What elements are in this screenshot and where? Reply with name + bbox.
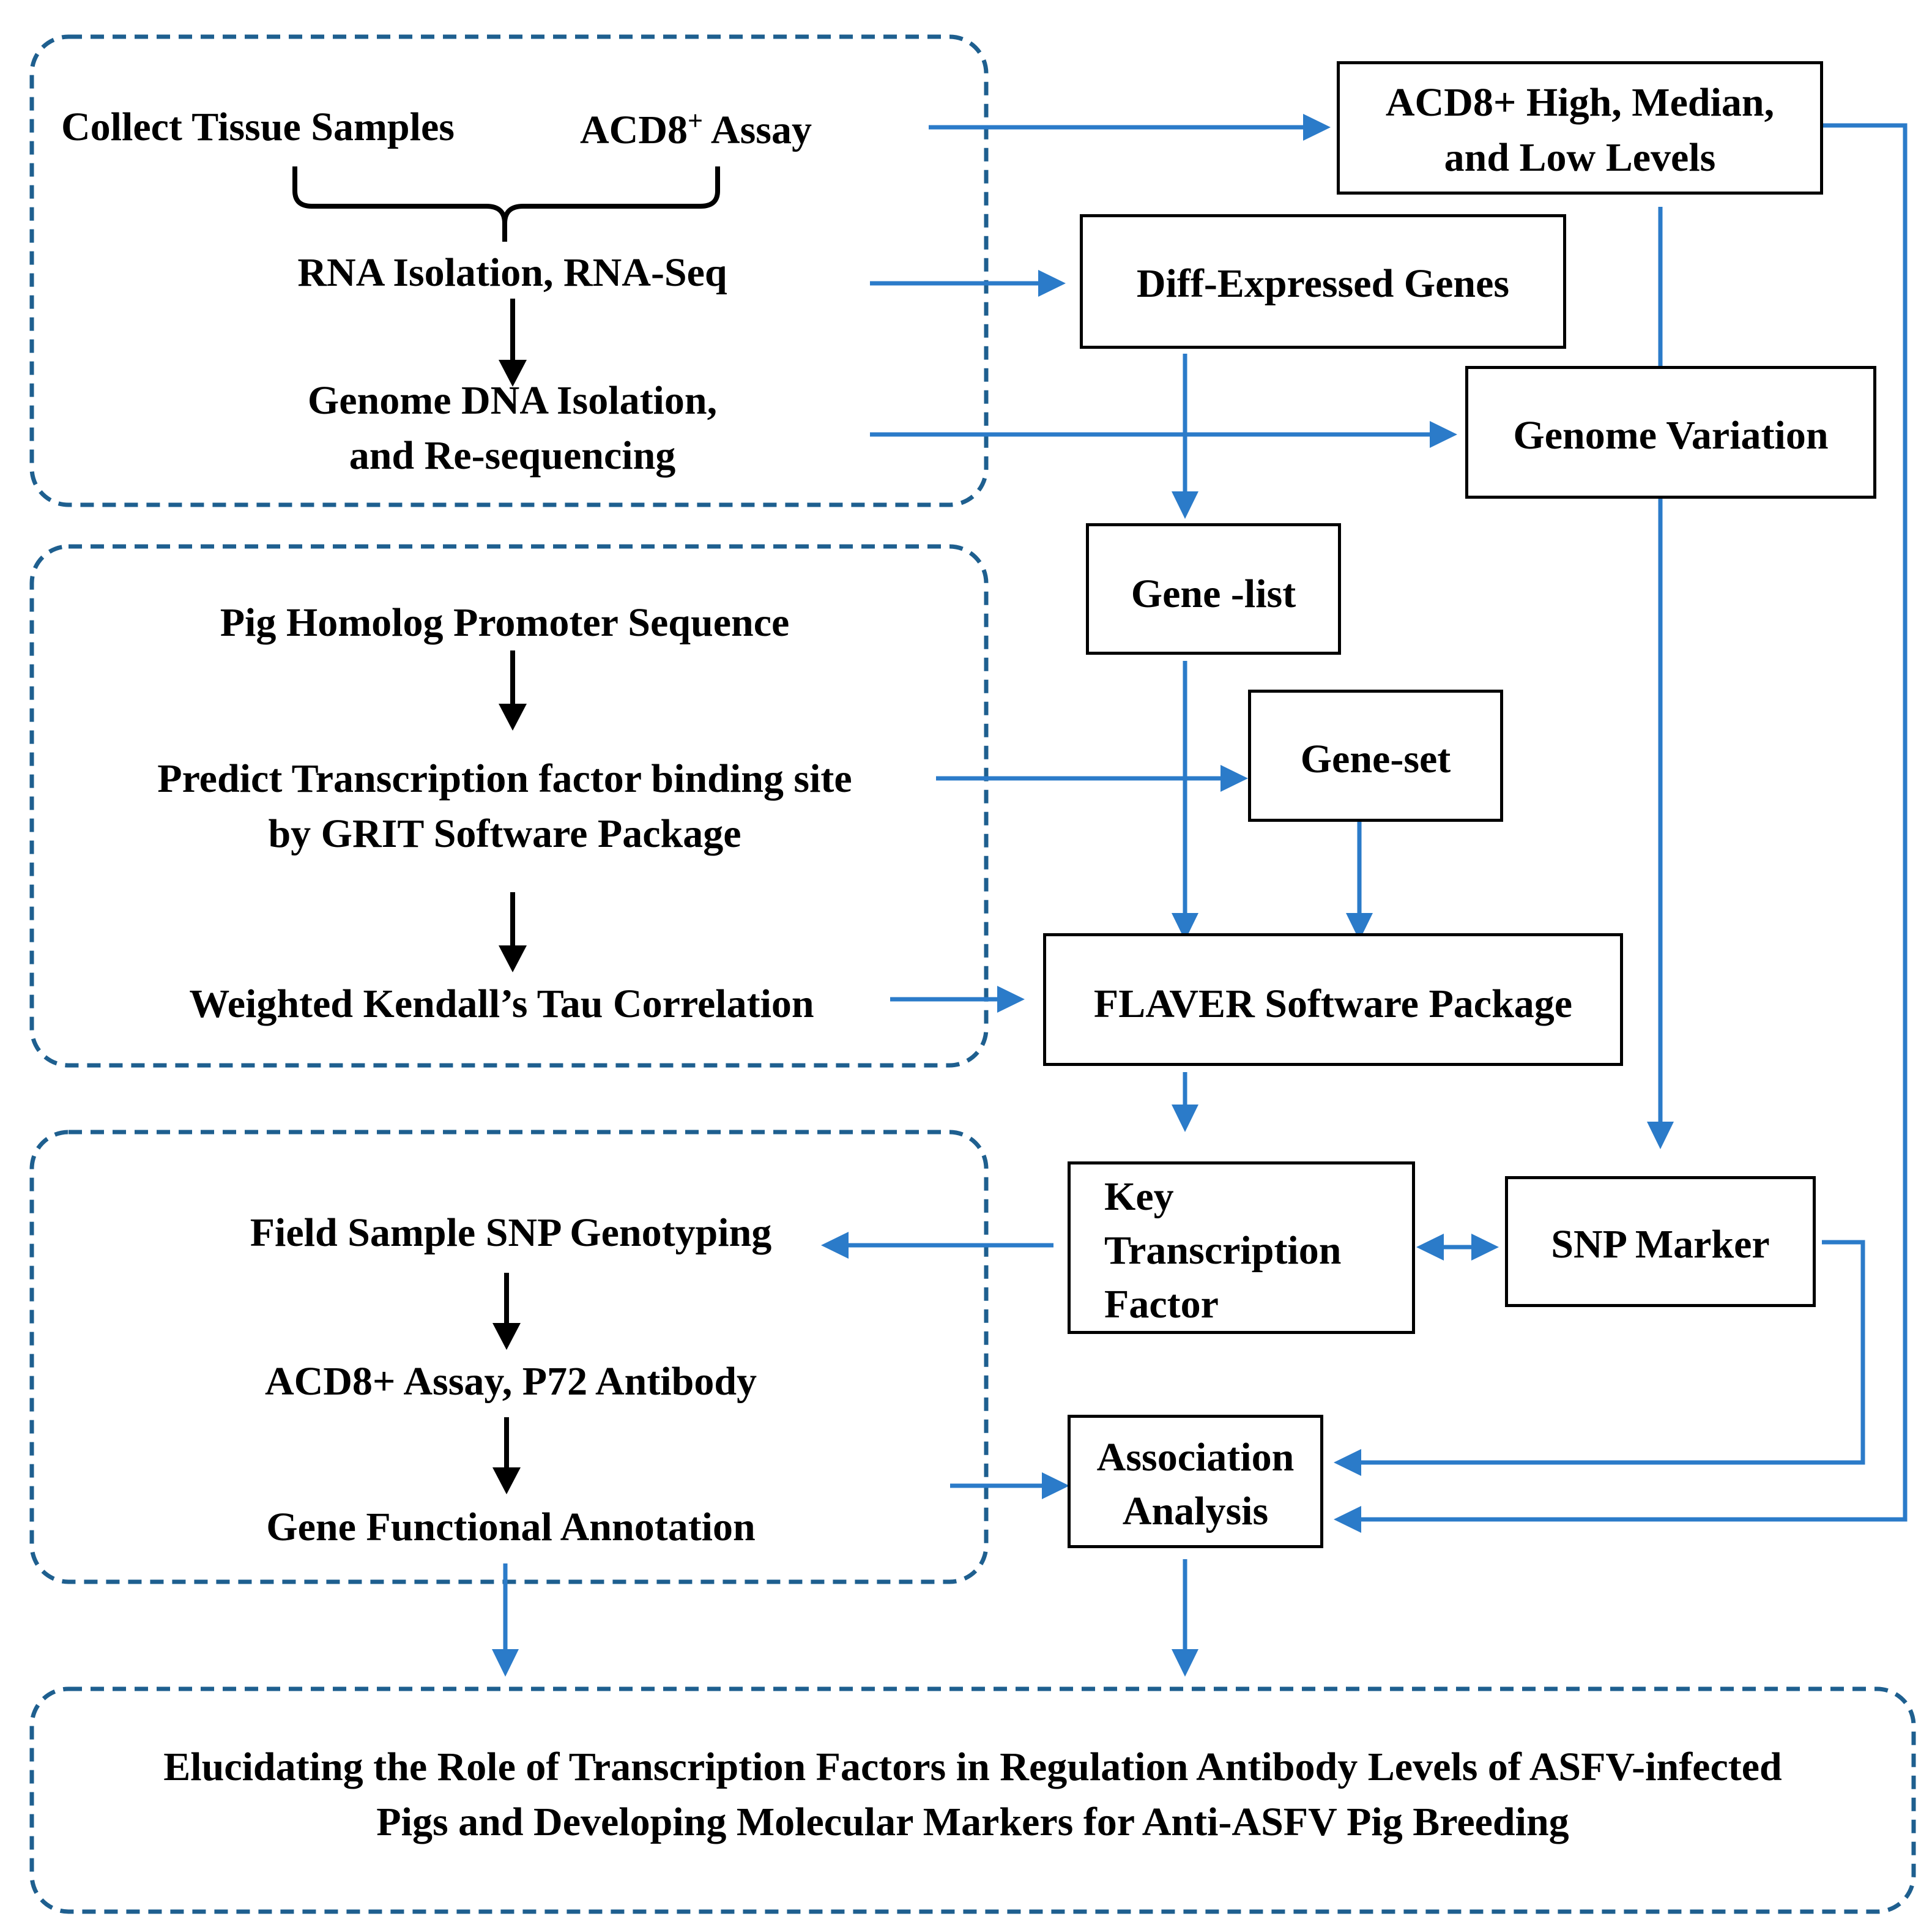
promoter-sequence-label: Pig Homolog Promoter Sequence (220, 600, 790, 645)
genome-dna-label-line1: Genome DNA Isolation, (307, 378, 718, 423)
association-line2: Analysis (1122, 1489, 1269, 1533)
panel-promoter-frame (29, 544, 989, 1068)
ktf-line3: Factor (1104, 1282, 1219, 1327)
genome-variation-label: Genome Variation (1513, 413, 1829, 458)
key-transcription-factor-box: Key Transcription Factor (1068, 1161, 1415, 1334)
acd8-levels-box: ACD8+ High, Median, and Low Levels (1337, 61, 1823, 195)
genome-dna-label-line2: and Re-sequencing (349, 433, 676, 478)
snp-marker-box: SNP Marker (1505, 1176, 1816, 1307)
gene-list-label: Gene -list (1131, 572, 1296, 616)
ktf-line2: Transcription (1104, 1228, 1342, 1273)
blue-arrows (503, 123, 1908, 1652)
panel-sequencing-frame (29, 34, 989, 507)
gene-set-box: Gene-set (1248, 690, 1503, 822)
field-snp-genotyping-label: Field Sample SNP Genotyping (250, 1210, 772, 1255)
flaver-software-box: FLAVER Software Package (1043, 933, 1623, 1066)
kendall-tau-label: Weighted Kendall’s Tau Correlation (189, 982, 814, 1026)
panel-field-frame (29, 1130, 989, 1584)
conclusion-line1: Elucidating the Role of Transcription Fa… (163, 1745, 1782, 1789)
blue-arrowheads (492, 114, 1674, 1677)
snp-marker-label: SNP Marker (1551, 1222, 1770, 1267)
panel-conclusion-frame (29, 1686, 1916, 1914)
gene-functional-annotation-label: Gene Functional Annotation (266, 1505, 756, 1549)
predict-tfbs-label-line1: Predict Transcription factor binding sit… (157, 756, 852, 801)
acd8-levels-line1: ACD8+ High, Median, (1385, 80, 1775, 125)
association-line1: Association (1096, 1435, 1295, 1480)
rna-isolation-label: RNA Isolation, RNA-Seq (297, 250, 727, 295)
acd8-assay-label: ACD8+ Assay (580, 106, 812, 152)
acd8-levels-line2: and Low Levels (1444, 135, 1716, 180)
brace-symbol (292, 166, 720, 242)
gene-set-label: Gene-set (1300, 737, 1451, 781)
gene-list-box: Gene -list (1086, 523, 1341, 655)
collect-tissue-label: Collect Tissue Samples (61, 105, 455, 149)
diff-expressed-genes-label: Diff-Expressed Genes (1136, 261, 1510, 306)
diff-expressed-genes-box: Diff-Expressed Genes (1080, 214, 1566, 349)
ktf-line1: Key (1104, 1174, 1174, 1219)
flaver-software-label: FLAVER Software Package (1093, 982, 1573, 1026)
association-analysis-box: Association Analysis (1068, 1415, 1323, 1548)
arrow-snp-to-association (1358, 1240, 1865, 1465)
arrow-levels-to-association (1358, 123, 1908, 1522)
conclusion-line2: Pigs and Developing Molecular Markers fo… (376, 1800, 1569, 1844)
predict-tfbs-label-line2: by GRIT Software Package (268, 811, 741, 856)
genome-variation-box: Genome Variation (1465, 366, 1876, 499)
black-arrows (492, 299, 527, 1494)
acd8-p72-label: ACD8+ Assay, P72 Antibody (264, 1359, 757, 1404)
